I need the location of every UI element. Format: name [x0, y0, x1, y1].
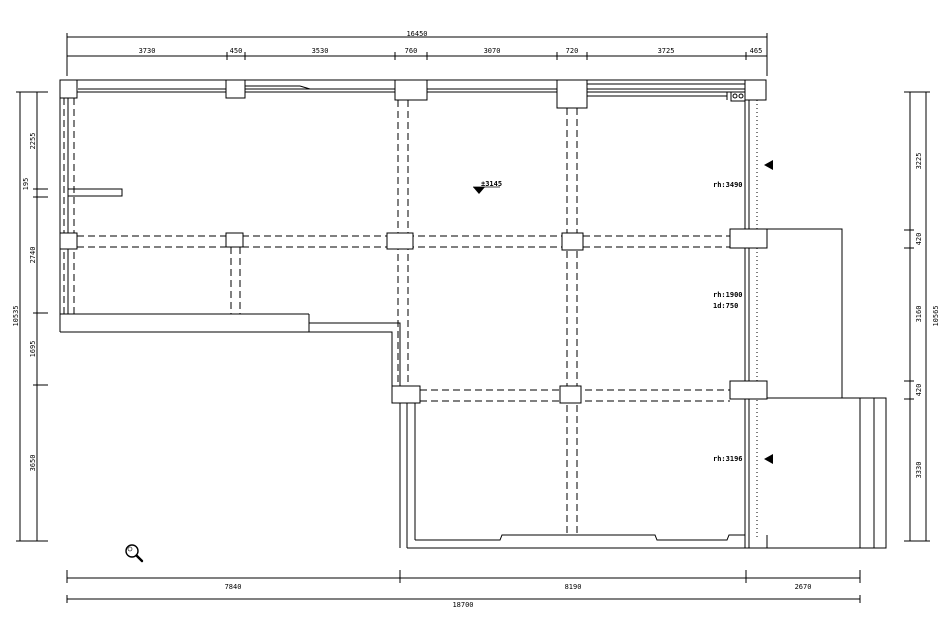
top-dim-5: 3070 — [484, 47, 501, 55]
level-markers — [473, 160, 773, 464]
right-dim-1: 3225 — [915, 153, 923, 170]
right-dim-4: 420 — [915, 384, 923, 397]
right-dim-2: 420 — [915, 233, 923, 246]
columns — [59, 79, 768, 404]
left-total-dim: 10535 — [12, 305, 20, 326]
right-dim-5: 3330 — [915, 462, 923, 479]
top-dim-8: 465 — [750, 47, 763, 55]
right-dimension-text: 3225 420 3160 420 3330 10565 — [915, 153, 940, 479]
walls — [59, 79, 887, 549]
top-dimension-lines — [66, 33, 768, 76]
left-dim-2: 195 — [22, 178, 30, 191]
beam-lines — [63, 98, 730, 535]
top-dim-1: 3730 — [139, 47, 156, 55]
top-dim-7: 3725 — [658, 47, 675, 55]
level-triangle-marker — [473, 187, 485, 194]
top-dim-4: 760 — [405, 47, 418, 55]
room-height-label-b: rh:1900 — [713, 291, 743, 299]
plan-labels: ±3145 rh:3490 rh:1900 1d:750 rh:3196 — [481, 180, 743, 463]
room-height-label-c: rh:3196 — [713, 455, 743, 463]
top-dim-2: 450 — [230, 47, 243, 55]
right-dim-3: 3160 — [915, 306, 923, 323]
top-dim-3: 3530 — [312, 47, 329, 55]
left-dim-3: 2740 — [29, 247, 37, 264]
right-dimension-lines — [904, 91, 930, 542]
bottom-dimension-lines — [66, 570, 861, 603]
bottom-dim-1: 7840 — [225, 583, 242, 591]
room-ledge-label-b: 1d:750 — [713, 302, 738, 310]
left-dim-5: 3650 — [29, 455, 37, 472]
bottom-dim-2: 8190 — [565, 583, 582, 591]
window-arrow-marker-1 — [764, 160, 773, 170]
top-dimension-text: 16450 3730 450 3530 760 3070 720 3725 46… — [139, 30, 763, 55]
right-total-dim: 10565 — [932, 305, 940, 326]
window-arrow-marker-2 — [764, 454, 773, 464]
bottom-dim-3: 2670 — [795, 583, 812, 591]
level-mark-label: ±3145 — [481, 180, 502, 188]
magnifier-icon[interactable] — [124, 543, 146, 565]
left-dimension-lines — [16, 91, 48, 542]
bottom-total-dim: 18700 — [452, 601, 473, 609]
left-dimension-text: 2255 195 2740 1695 3650 10535 — [12, 133, 37, 472]
top-total-dim: 16450 — [406, 30, 427, 38]
room-height-label-a: rh:3490 — [713, 181, 743, 189]
left-dim-4: 1695 — [29, 341, 37, 358]
bottom-dimension-text: 7840 8190 2670 18700 — [225, 583, 812, 609]
left-dim-1: 2255 — [29, 133, 37, 150]
top-dim-6: 720 — [566, 47, 579, 55]
